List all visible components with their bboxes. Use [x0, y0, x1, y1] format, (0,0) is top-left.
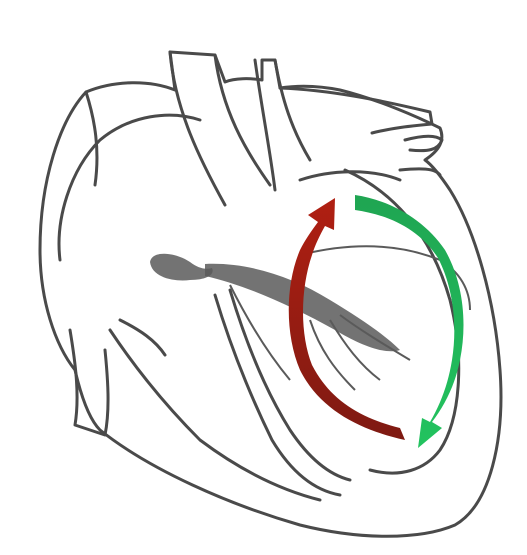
heart-svg [0, 0, 527, 555]
heart-diagram [0, 0, 527, 555]
